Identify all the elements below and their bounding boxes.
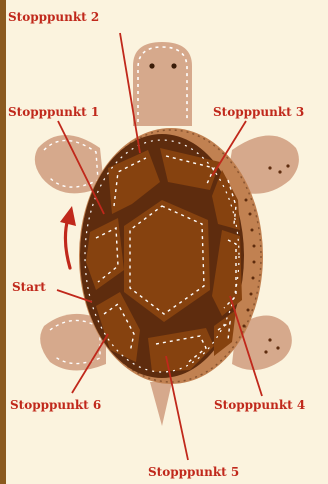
label-stop1: Stopppunkt 1 bbox=[8, 105, 99, 119]
label-stop3: Stopppunkt 3 bbox=[213, 105, 304, 119]
turtle-tail bbox=[150, 382, 172, 426]
turtle-eye-left bbox=[149, 63, 154, 68]
turtle-shell bbox=[79, 128, 263, 384]
label-stop5: Stopppunkt 5 bbox=[148, 465, 239, 479]
label-start: Start bbox=[12, 280, 46, 294]
label-stop6: Stopppunkt 6 bbox=[10, 398, 101, 412]
turtle-eye-right bbox=[171, 63, 176, 68]
label-stop2: Stopppunkt 2 bbox=[8, 10, 99, 24]
curved-arrow-up-icon bbox=[60, 206, 76, 268]
label-stop4: Stopppunkt 4 bbox=[214, 398, 305, 412]
left-border bbox=[0, 0, 6, 484]
turtle-head bbox=[133, 42, 192, 126]
